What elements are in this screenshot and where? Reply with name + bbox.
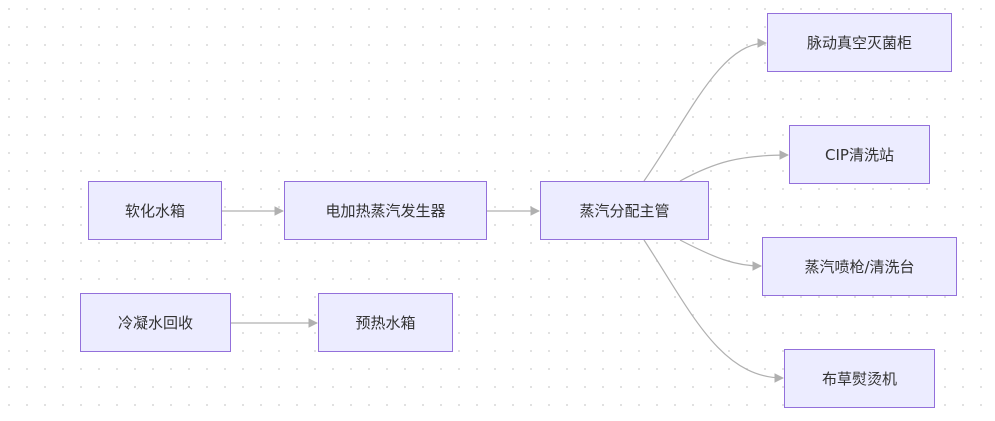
- node-label: 预热水箱: [355, 314, 416, 332]
- node-preheat-tank: 预热水箱: [318, 293, 453, 352]
- node-condensate-return: 冷凝水回收: [80, 293, 231, 352]
- node-label: 蒸汽分配主管: [579, 202, 670, 220]
- node-label: 冷凝水回收: [117, 314, 193, 332]
- edge-manifold-to-gun: [679, 239, 762, 271]
- node-label: 布草熨烫机: [821, 370, 897, 388]
- node-steam-gun: 蒸汽喷枪/清洗台: [762, 237, 957, 296]
- node-cip-station: CIP清洗站: [789, 125, 930, 184]
- node-linen-ironer: 布草熨烫机: [784, 349, 935, 408]
- node-label: 电加热蒸汽发生器: [325, 202, 446, 220]
- node-label: 软化水箱: [124, 202, 185, 220]
- edge-manifold-to-cip: [679, 150, 789, 182]
- node-label: 脉动真空灭菌柜: [806, 34, 912, 52]
- edge-manifold-to-sterilizer: [643, 38, 767, 182]
- node-vacuum-sterilizer: 脉动真空灭菌柜: [767, 13, 952, 72]
- node-label: CIP清洗站: [825, 146, 894, 164]
- node-steam-manifold: 蒸汽分配主管: [540, 181, 709, 240]
- node-softener-tank: 软化水箱: [88, 181, 222, 240]
- edge-manifold-to-ironer: [643, 239, 784, 383]
- node-label: 蒸汽喷枪/清洗台: [804, 258, 915, 276]
- node-steam-generator: 电加热蒸汽发生器: [284, 181, 487, 240]
